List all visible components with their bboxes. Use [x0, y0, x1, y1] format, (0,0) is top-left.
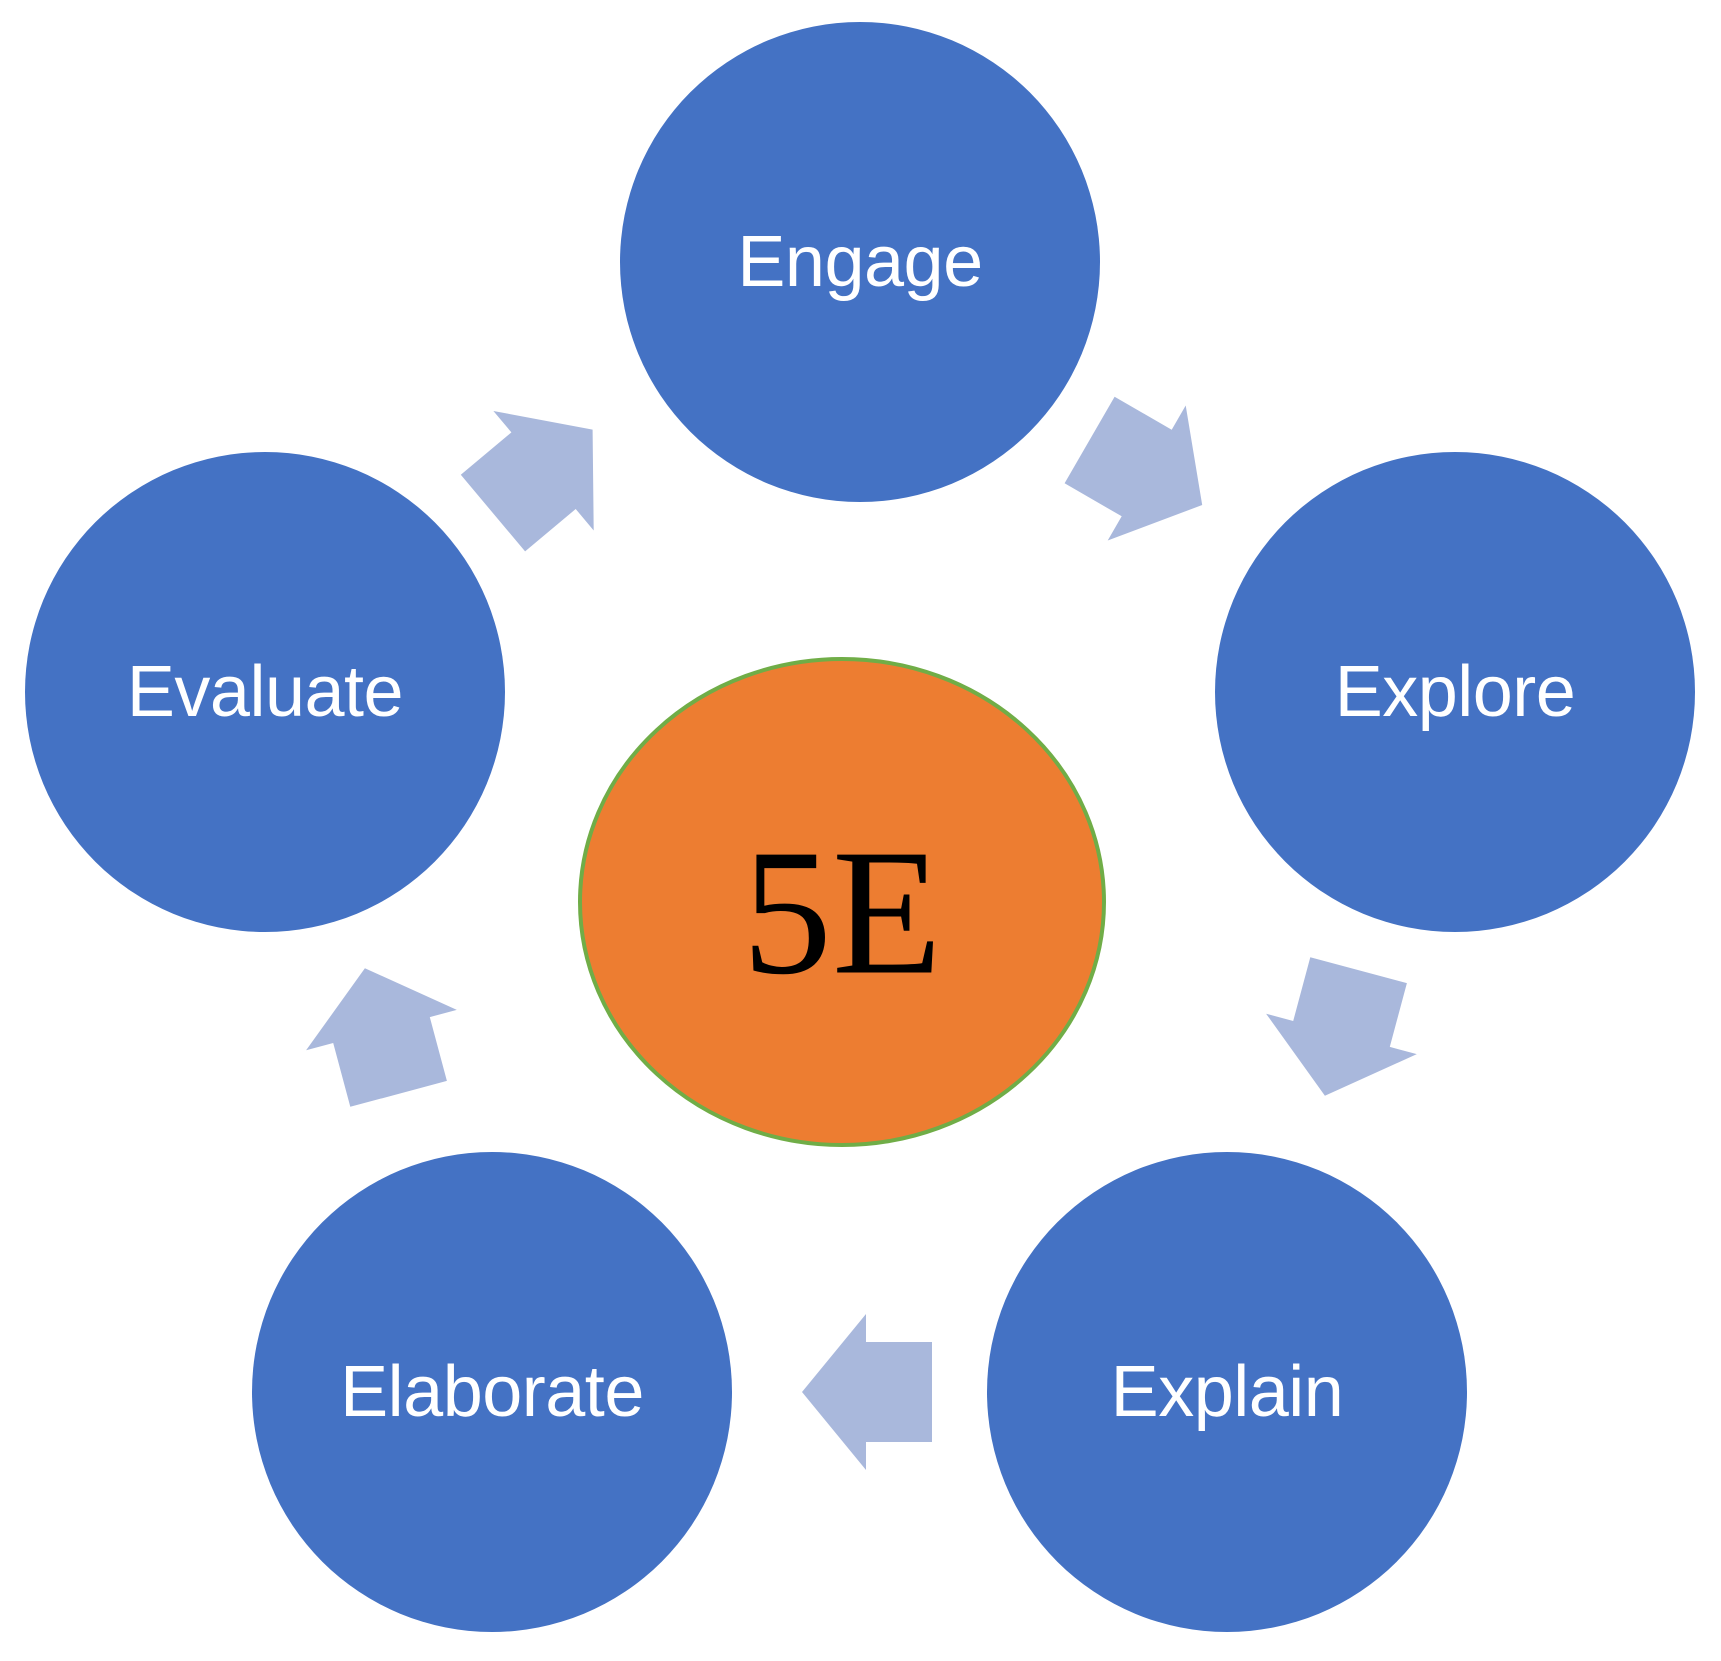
center-5e-label: 5E	[742, 813, 942, 1012]
arrow-explore-to-explain	[1266, 957, 1417, 1096]
stage-explore-circle	[1215, 452, 1695, 932]
stage-evaluate-label: Evaluate	[127, 652, 403, 732]
cycle-arrows	[306, 396, 1417, 1470]
center-5e: 5E	[578, 657, 1106, 1147]
stage-elaborate-circle	[252, 1152, 732, 1632]
stage-elaborate-label: Elaborate	[340, 1352, 644, 1432]
stage-explore-label: Explore	[1335, 652, 1576, 732]
stage-elaborate: Elaborate	[252, 1152, 732, 1632]
stage-engage-label: Engage	[737, 222, 982, 302]
stage-evaluate: Evaluate	[25, 452, 505, 932]
stage-explain-label: Explain	[1111, 1352, 1344, 1432]
stage-explain: Explain	[987, 1152, 1467, 1632]
stage-explain-circle	[987, 1152, 1467, 1632]
arrow-engage-to-explore	[1064, 396, 1203, 541]
arrow-explain-to-elaborate	[802, 1314, 932, 1470]
arrow-elaborate-to-evaluate	[306, 968, 457, 1107]
stage-engage: Engage	[620, 22, 1100, 502]
arrow-evaluate-to-engage	[460, 411, 594, 552]
stage-evaluate-circle	[25, 452, 505, 932]
stage-explore: Explore	[1215, 452, 1695, 932]
stage-engage-circle	[620, 22, 1100, 502]
center-5e-circle	[578, 657, 1106, 1147]
